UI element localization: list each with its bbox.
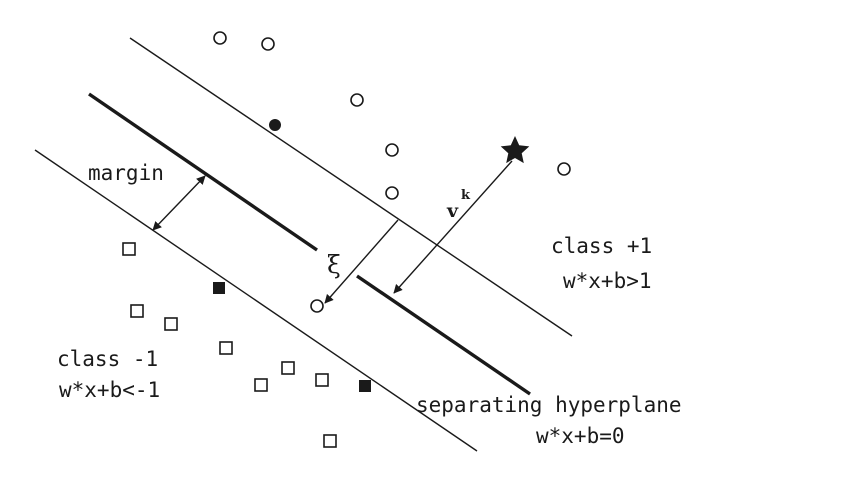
margin-arrow — [152, 175, 206, 231]
class-negative-title: class -1 — [57, 347, 158, 371]
negative-point — [323, 434, 337, 448]
vk-arrow — [393, 160, 513, 294]
negative-support-vector — [213, 282, 225, 294]
negative-point — [219, 341, 233, 355]
positive-point-misclassified — [310, 299, 324, 313]
class-positive-title: class +1 — [551, 234, 652, 258]
negative-point — [315, 373, 329, 387]
positive-point — [213, 31, 227, 45]
negative-point — [254, 378, 268, 392]
query-star-icon — [500, 136, 530, 164]
negative-point — [130, 304, 144, 318]
class-negative-equation: w*x+b<-1 — [59, 378, 160, 402]
positive-point — [385, 186, 399, 200]
positive-point — [385, 143, 399, 157]
positive-point — [350, 93, 364, 107]
slack-arrow — [324, 219, 399, 304]
positive-point — [557, 162, 571, 176]
negative-point — [164, 317, 178, 331]
positive-points — [213, 31, 571, 313]
negative-point — [122, 242, 136, 256]
class-positive-equation: w*x+b>1 — [563, 269, 652, 293]
margin-label: margin — [88, 161, 164, 185]
positive-point — [261, 37, 275, 51]
positive-support-vector — [269, 119, 281, 131]
hyperplane-equation: w*x+b=0 — [536, 424, 625, 448]
negative-points — [122, 242, 337, 448]
hyperplane-title: separating hyperplane — [416, 393, 682, 417]
vk-label: v — [446, 200, 459, 222]
negative-point — [281, 361, 295, 375]
separating-hyperplane-upper-segment — [88, 92, 318, 252]
upper-margin-line — [129, 37, 573, 337]
separating-hyperplane-lower-segment — [356, 274, 531, 396]
vk-superscript: k — [461, 188, 471, 203]
xi-label: ξ — [327, 250, 341, 279]
negative-support-vector — [359, 380, 371, 392]
lower-margin-line — [34, 149, 478, 452]
